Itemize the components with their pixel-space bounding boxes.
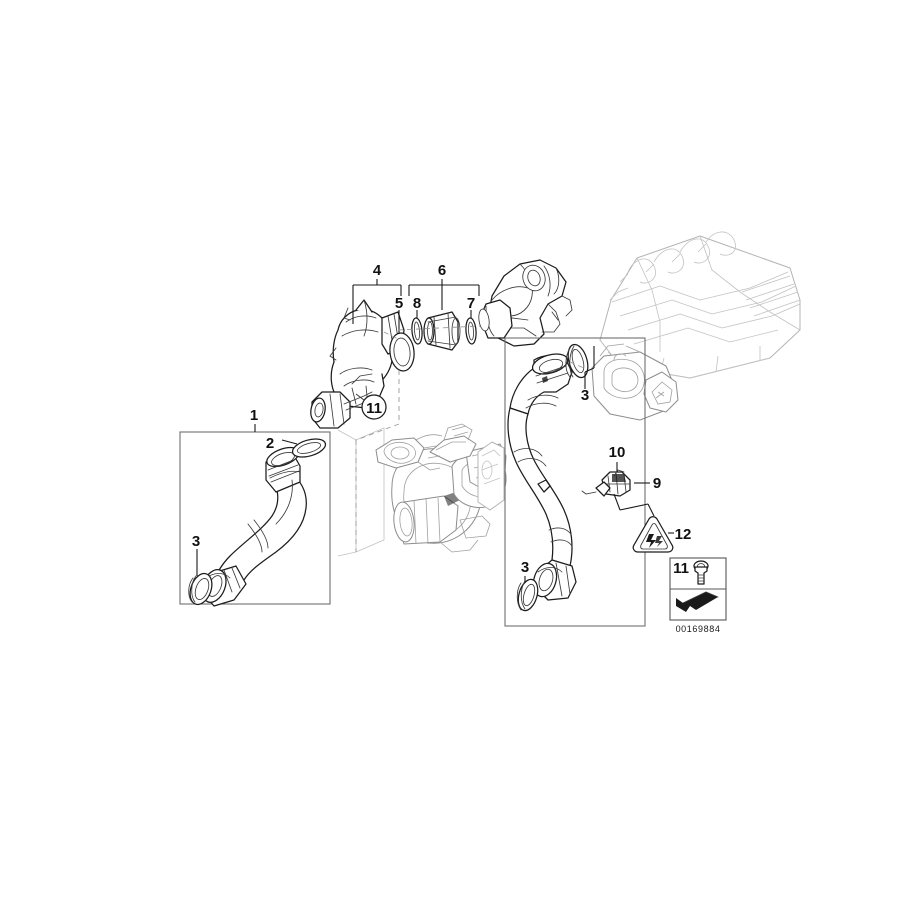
leader-12	[613, 493, 674, 534]
esd-warning-icon	[632, 516, 674, 553]
cylinder-head-cover	[599, 231, 801, 379]
callout-9: 9	[653, 475, 661, 492]
callout-11-circled: 11	[366, 400, 382, 417]
callout-3-right-top: 3	[581, 387, 589, 404]
right-profile-gasket-3-top	[565, 343, 589, 379]
callout-5: 5	[395, 295, 403, 312]
callout-7: 7	[467, 295, 475, 312]
legend-box	[669, 557, 727, 621]
callout-8: 8	[413, 295, 421, 312]
legend-screw-label: 11	[673, 560, 689, 577]
oring-7	[465, 317, 477, 345]
left-oring-2	[291, 438, 327, 458]
coupling-sleeve-6	[423, 311, 461, 351]
leader-3-right-top	[584, 346, 595, 389]
right-charge-air-hose	[507, 353, 577, 601]
projection-frame	[355, 370, 400, 552]
callout-4: 4	[373, 262, 382, 279]
leader-11-circled	[355, 393, 365, 401]
right-assembly-box	[504, 337, 646, 627]
bracket-6	[408, 279, 480, 310]
hex-socket-cap-screw-icon	[693, 560, 709, 585]
circled-reference-11	[361, 394, 387, 420]
alignment-3-top	[569, 361, 585, 369]
callout-3-right-bottom: 3	[521, 559, 529, 576]
sensor-clip-10	[613, 469, 625, 477]
bracket-4	[352, 279, 402, 324]
throttle-body	[591, 343, 679, 421]
leader-2	[281, 439, 298, 445]
alignment-6-7	[397, 325, 481, 331]
arrow-wedge-icon	[676, 591, 719, 612]
callout-12: 12	[675, 526, 692, 543]
charge-air-elbow-4	[310, 299, 405, 429]
right-profile-gasket-3-bottom	[516, 578, 539, 612]
callout-10: 10	[609, 444, 626, 461]
alignment-5	[383, 331, 401, 341]
intake-port-stub-context	[478, 299, 513, 339]
air-temp-sensor-9	[581, 471, 631, 497]
engine-block-edge-context	[477, 441, 505, 511]
callout-6: 6	[438, 262, 446, 279]
callout-2: 2	[266, 435, 274, 452]
callout-1: 1	[250, 407, 258, 424]
callout-3-left: 3	[192, 533, 200, 550]
diagram-part-number: 00169884	[676, 624, 721, 634]
oring-5	[389, 332, 415, 372]
turbo-lower-context	[337, 429, 357, 557]
oring-8	[411, 317, 423, 345]
left-profile-gasket-3	[188, 572, 213, 606]
left-charge-air-hose	[201, 446, 307, 607]
